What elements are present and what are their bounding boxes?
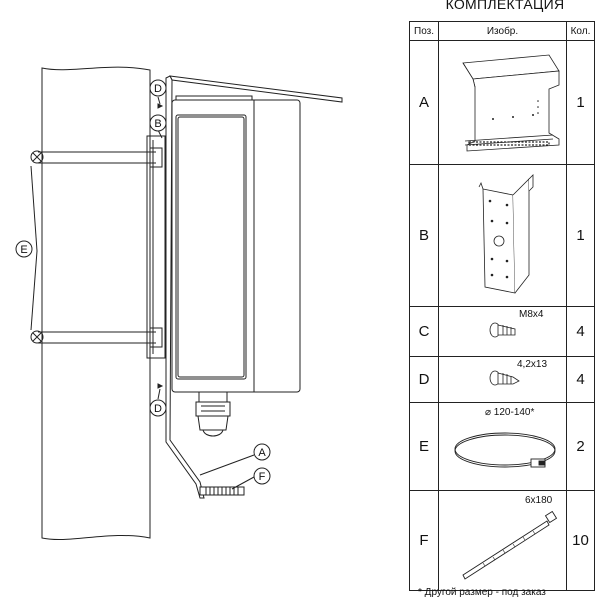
qty-cell: 4 <box>566 356 595 403</box>
size-label: M8x4 <box>519 309 544 320</box>
callout-d-top: D <box>154 83 162 95</box>
callout-circle-e <box>15 240 33 258</box>
image-cell <box>438 164 567 307</box>
pos-cell: C <box>409 306 439 357</box>
callout-a: A <box>258 447 266 459</box>
kit-row-d: D 4,2x13 4 <box>409 356 595 403</box>
hose-clamp-icon <box>454 432 555 468</box>
cable-gland <box>195 391 231 437</box>
kit-table: Поз. Изобр. Кол. A 1 <box>409 21 595 591</box>
kit-title: КОМПЛЕКТАЦИЯ <box>445 0 565 12</box>
bracket-canopy-icon <box>461 54 560 152</box>
device-housing <box>171 95 301 393</box>
bracket-canopy <box>169 75 343 103</box>
callout-circle-f <box>253 467 271 485</box>
size-label: ⌀ 120-140* <box>485 407 535 418</box>
image-cell: 4,2x13 <box>438 356 567 403</box>
pos-cell: D <box>409 356 439 403</box>
screw-top <box>157 103 164 109</box>
kit-row-b: B 1 <box>409 164 595 307</box>
kit-row-e: E ⌀ 120-140* 2 <box>409 402 595 491</box>
size-label: 6x180 <box>525 495 553 506</box>
screw-bottom <box>157 383 164 389</box>
cable-tie-icon <box>461 510 557 580</box>
header-qty: Кол. <box>566 21 595 41</box>
image-cell: M8x4 <box>438 306 567 357</box>
qty-cell: 2 <box>566 402 595 491</box>
pos-cell: B <box>409 164 439 307</box>
pos-cell: F <box>409 490 439 591</box>
header-pos: Поз. <box>409 21 439 41</box>
footnote: * Другой размер - под заказ <box>418 587 546 598</box>
cable-tie-installed <box>199 486 245 496</box>
kit-row-f: F 6x180 10 <box>409 490 595 591</box>
image-cell <box>438 40 567 165</box>
header-image: Изобр. <box>438 21 567 41</box>
callout-circle-d-bottom <box>149 399 167 417</box>
image-cell: ⌀ 120-140* <box>438 402 567 491</box>
pole <box>41 66 151 541</box>
qty-cell: 4 <box>566 306 595 357</box>
callout-e: E <box>20 244 27 256</box>
qty-cell: 1 <box>566 40 595 165</box>
callout-circle-d-top <box>149 79 167 97</box>
qty-cell: 10 <box>566 490 595 591</box>
callout-b: B <box>154 118 161 130</box>
kit-row-a: A 1 <box>409 40 595 165</box>
pole-mount-plate-icon <box>478 174 533 294</box>
screw-icon <box>489 370 520 386</box>
callout-f: F <box>259 471 266 483</box>
pos-cell: E <box>409 402 439 491</box>
bolt-icon <box>489 322 515 338</box>
kit-header-row: Поз. Изобр. Кол. <box>409 21 595 41</box>
image-cell: 6x180 <box>438 490 567 591</box>
callout-d-bottom: D <box>154 403 162 415</box>
kit-row-c: C M8x4 4 <box>409 306 595 357</box>
size-label: 4,2x13 <box>517 359 548 370</box>
pos-cell: A <box>409 40 439 165</box>
qty-cell: 1 <box>566 164 595 307</box>
mount-plate <box>146 135 166 359</box>
callout-circle-b <box>149 114 167 132</box>
callout-circle-a <box>253 443 271 461</box>
clamp-band-top <box>30 147 163 168</box>
clamp-band-bottom <box>30 327 163 348</box>
